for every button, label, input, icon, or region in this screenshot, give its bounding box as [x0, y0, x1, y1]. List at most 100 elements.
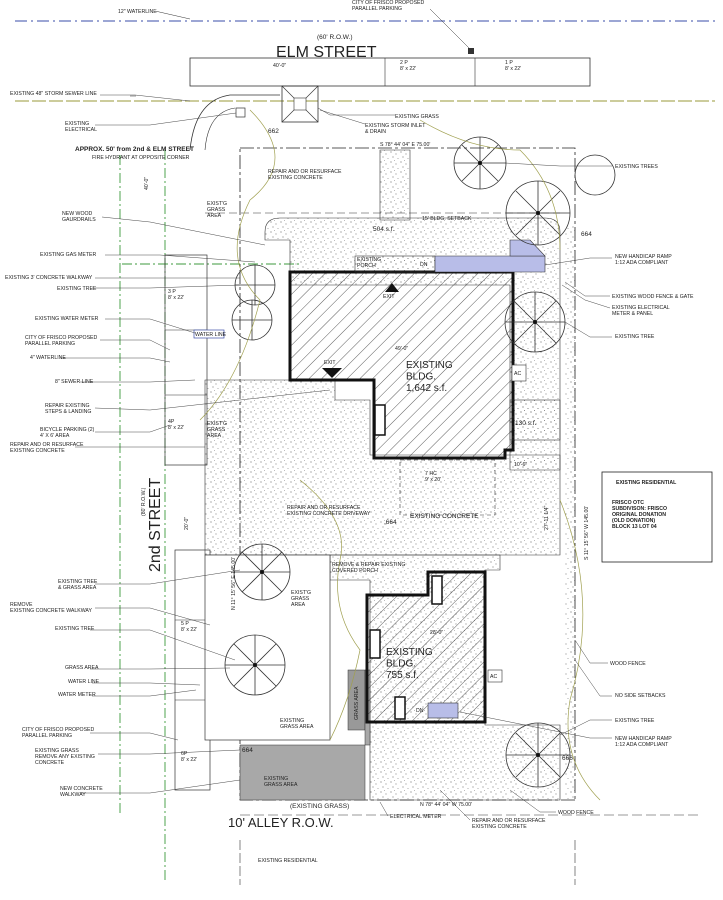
callout-grass: GRASS AREA	[65, 665, 99, 671]
existing-concrete-label: EXISTING CONCRETE	[410, 513, 479, 520]
exit-marker-3	[374, 404, 386, 436]
exit-marker-4	[431, 575, 443, 605]
elev-662: 662	[268, 128, 279, 135]
callout-tree-1: EXISTING TREE	[57, 286, 97, 292]
callout-storm: EXISTING 48" STORM SEWER LINE	[10, 91, 97, 97]
elm-row: (60' R.O.W.)	[317, 34, 353, 41]
bearing-top: S 78° 44' 04" E 75.00'	[380, 142, 430, 148]
dim-40-vert: 40'-0"	[144, 177, 150, 190]
callout-r-no-setback: NO SIDE SETBACKS	[615, 693, 666, 699]
dim-27: 27'-11 1/4"	[544, 505, 550, 530]
tree-3	[574, 154, 616, 196]
elev-666: 666	[562, 755, 573, 762]
storm-inlet	[281, 85, 319, 123]
callout-r-tree-2: EXISTING TREE	[615, 718, 655, 724]
contour-lines	[199, 109, 601, 801]
callout-walkway: EXISTING 3' CONCRETE WALKWAY	[5, 275, 93, 281]
handicap-ramp-1	[434, 255, 546, 273]
water-line-tag: WATER LINE	[195, 332, 227, 338]
alley-grass: (EXISTING GRASS)	[290, 803, 349, 810]
callout-r-fence-gate: EXISTING WOOD FENCE & GATE	[612, 294, 694, 300]
info-box-title: EXISTING RESIDENTIAL	[616, 480, 677, 486]
callout-sewer-8: 8" SEWER LINE	[55, 379, 94, 385]
dim-40-top: 40'-0"	[273, 63, 286, 69]
svg-text:EXIT: EXIT	[324, 360, 336, 366]
hydrant-sub: FIRE HYDRANT AT OPPOSITE CORNER	[92, 155, 190, 161]
elev-664-drive: ,664	[384, 519, 397, 526]
dim-20: 20'-0"	[184, 517, 190, 530]
building-1	[288, 270, 515, 460]
callout-r-grass: EXISTING GRASS	[395, 114, 439, 120]
callout-waterline-4: 4" WATERLINE	[30, 355, 66, 361]
callout-r-trees: EXISTING TREES	[615, 164, 658, 170]
dn-tag-1: DN	[420, 262, 428, 268]
alley-name: 10' ALLEY R.O.W.	[228, 815, 334, 830]
label-waterline: 12" WATERLINE	[118, 9, 157, 15]
elev-664-right: 664	[581, 231, 592, 238]
callout-tree-2: EXISTING TREE	[55, 626, 95, 632]
tree-6	[231, 299, 273, 341]
electrical-box	[235, 107, 246, 118]
info-box	[601, 471, 713, 563]
bearing-left: N 11° 15' 56" E 145.00'	[231, 557, 237, 610]
callout-gas-meter: EXISTING GAS METER	[40, 252, 96, 258]
callout-r-wood-fence: WOOD FENCE	[610, 661, 646, 667]
bearing-right: S 11° 15' 56" W 145.00'	[584, 506, 590, 560]
handicap-ramp-2	[427, 702, 459, 719]
existing-residential-bottom: EXISTING RESIDENTIAL	[258, 858, 318, 864]
grass-strip: GRASS AREA	[354, 686, 360, 720]
elev-664-bottom: 664	[242, 747, 253, 754]
dim-10: 10'-6"	[514, 462, 527, 468]
dim-49: 49'-0"	[395, 346, 408, 352]
ac-unit-2: AC	[490, 674, 497, 680]
exit-marker-5	[369, 629, 381, 659]
top-parking-strip	[189, 57, 591, 87]
elm-street-name: ELM STREET	[276, 44, 377, 61]
area-130: 130 s.f.	[515, 420, 537, 427]
exit-marker-2: EXIT	[322, 360, 342, 378]
street-2nd-name: 2nd STREET	[147, 478, 164, 572]
callout-water-line: WATER LINE	[68, 679, 100, 685]
setback-label: 15' BLDG. SETBACK	[422, 216, 472, 222]
callout-r-wood-fence-2: WOOD FENCE	[558, 810, 594, 816]
dim-28: 28'-0"	[430, 630, 443, 636]
callout-r-storm-inlet: EXISTING STORM INLET& DRAIN	[365, 123, 426, 135]
dn-tag-2: DN	[416, 708, 424, 714]
callout-tree-grass: EXISTING TREE& GRASS AREA	[58, 579, 98, 591]
exit-marker-6	[394, 696, 406, 720]
callout-bike: BICYCLE PARKING (2)4' X 6' AREA	[40, 427, 95, 439]
callout-r-tree: EXISTING TREE	[615, 334, 655, 340]
callout-water-meter: EXISTING WATER METER	[35, 316, 99, 322]
